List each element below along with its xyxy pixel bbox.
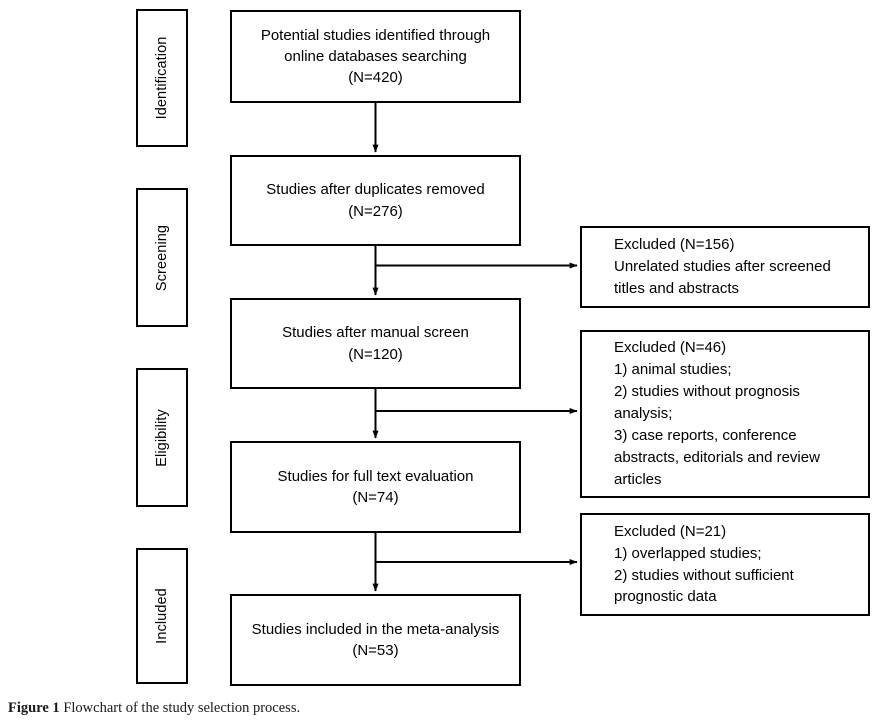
flow-node-included-meta-analysis: Studies included in the meta-analysis (N…: [230, 594, 521, 686]
exclusion-box-screening-text: Excluded (N=156) Unrelated studies after…: [614, 236, 831, 297]
flow-node-duplicates-removed-text: Studies after duplicates removed (N=276): [266, 181, 485, 220]
flow-node-identified-studies-text: Potential studies identified through onl…: [260, 26, 491, 87]
stage-box-eligibility: Eligibility: [136, 368, 188, 507]
figure-caption-label: Figure 1: [8, 700, 60, 716]
exclusion-box-included-text: Excluded (N=21) 1) overlapped studies; 2…: [614, 522, 794, 606]
flow-node-manual-screen-text: Studies after manual screen (N=120): [282, 324, 469, 363]
flow-node-identified-studies: Potential studies identified through onl…: [230, 10, 521, 103]
stage-label-included: Included: [153, 588, 170, 644]
stage-label-identification: Identification: [153, 36, 170, 120]
exclusion-box-eligibility-text: Excluded (N=46) 1) animal studies; 2) st…: [614, 339, 820, 488]
stage-box-screening: Screening: [136, 188, 188, 327]
figure-caption: Figure 1 Flowchart of the study selectio…: [8, 700, 300, 717]
exclusion-box-included: Excluded (N=21) 1) overlapped studies; 2…: [580, 513, 870, 616]
stage-label-eligibility: Eligibility: [153, 408, 170, 467]
stage-box-included: Included: [136, 548, 188, 684]
figure-caption-text: Flowchart of the study selection process…: [63, 700, 301, 716]
exclusion-box-screening: Excluded (N=156) Unrelated studies after…: [580, 226, 870, 308]
stage-label-screening: Screening: [153, 224, 170, 291]
flow-node-full-text-evaluation-text: Studies for full text evaluation (N=74): [277, 467, 474, 506]
flow-node-duplicates-removed: Studies after duplicates removed (N=276): [230, 155, 521, 246]
exclusion-box-eligibility: Excluded (N=46) 1) animal studies; 2) st…: [580, 330, 870, 498]
flow-node-manual-screen: Studies after manual screen (N=120): [230, 298, 521, 389]
flow-node-included-meta-analysis-text: Studies included in the meta-analysis (N…: [251, 620, 500, 659]
flow-node-full-text-evaluation: Studies for full text evaluation (N=74): [230, 441, 521, 533]
stage-box-identification: Identification: [136, 9, 188, 147]
